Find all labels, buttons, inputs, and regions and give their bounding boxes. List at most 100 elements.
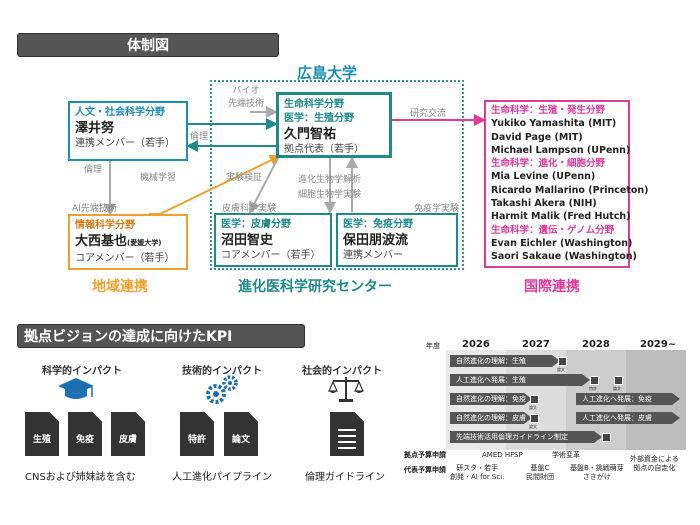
roadmap-bar-1: 自然進化の理解：生殖 bbox=[450, 355, 560, 367]
funding-c1: 研スタ・若手 創発・AI for Sci. bbox=[450, 464, 505, 481]
impact-caption-tech: 人工進化パイプライン bbox=[172, 472, 272, 483]
humanities-name: 澤井努 bbox=[75, 121, 115, 136]
roadmap-bar-2: 人工進化へ発展：生殖 bbox=[450, 374, 590, 386]
intl-member: Saori Sakaue (Washington) bbox=[491, 251, 637, 263]
roadmap-mark-3: 論文 bbox=[529, 395, 539, 410]
org-banner-title: 体制図 bbox=[127, 38, 169, 54]
info-name-line: 大西基也(愛媛大学) bbox=[75, 233, 181, 252]
bio-tech-label: バイオ 先端技術 bbox=[228, 86, 265, 109]
intl-member: Ricardo Mallarino (Princeton) bbox=[491, 184, 649, 196]
kpi-banner-title: 拠点ビジョンの達成に向けたKPI bbox=[24, 329, 233, 345]
funding-label-rep: 代表予算申請 bbox=[404, 466, 446, 474]
intl-member: Harmit Malik (Fred Hutch) bbox=[491, 211, 631, 223]
intl-member: Yukiko Yamashita (MIT) bbox=[491, 118, 617, 130]
funding-amed: AMED HFSP bbox=[482, 451, 523, 459]
intl-member: Mia Levine (UPenn) bbox=[491, 171, 596, 183]
derm-name: 沼田智史 bbox=[221, 233, 274, 248]
info-role: コアメンバー（若手） bbox=[75, 253, 175, 264]
roadmap-bar-5: 先端技術活用倫理ガイドライン制定 bbox=[450, 431, 602, 443]
humanities-role: 連携メンバー（若手） bbox=[75, 138, 175, 149]
roadmap-mark-2b: 論文 bbox=[613, 376, 623, 391]
derm-box: 医学：皮膚分野 沼田智史 コアメンバー（若手） bbox=[214, 213, 332, 267]
ethics-label: 倫理 bbox=[190, 132, 209, 142]
impact-title-tech: 技術的インパクト bbox=[182, 366, 262, 377]
doc-icon-reproduction bbox=[25, 412, 59, 456]
life-derm-arrow bbox=[249, 157, 279, 214]
roadmap-bar-3b: 人工進化へ発展：免疫 bbox=[576, 393, 680, 405]
funding-c3: 基盤B・挑戦萌芽 さきがけ bbox=[570, 464, 624, 481]
guideline-doc-lines bbox=[338, 429, 356, 449]
graduation-cap-icon bbox=[58, 378, 94, 399]
intl-box: 生命科学：生殖・発生分野 Yukiko Yamashita (MIT)David … bbox=[484, 100, 649, 268]
university-title: 広島大学 bbox=[297, 64, 358, 82]
impact-title-social: 社会的インパクト bbox=[302, 366, 382, 377]
impact-title-science: 科学的インパクト bbox=[42, 366, 122, 377]
ml-label: 機械学習 bbox=[140, 173, 177, 183]
intl-field-heading: 生命科学：生殖・発生分野 bbox=[491, 105, 606, 116]
life-role: 拠点代表（若手） bbox=[284, 144, 364, 155]
roadmap-bar-4: 自然進化の理解：皮膚 bbox=[450, 412, 532, 424]
humanities-box: 人文・社会科学分野 澤井努 連携メンバー（若手） bbox=[68, 101, 188, 161]
doc-icon-paper bbox=[224, 412, 258, 456]
info-box: 情報科学分野 大西基也(愛媛大学) コアメンバー（若手） bbox=[68, 214, 188, 270]
immune-box: 医学：免疫分野 保田朋波流 連携メンバー bbox=[336, 213, 458, 267]
ai-tech-label: AI先端技術 bbox=[72, 204, 117, 214]
immune-exp-label: 免疫学実験 bbox=[414, 204, 460, 214]
intl-member: David Page (MIT) bbox=[491, 131, 583, 143]
intl-member: Evan Eichler (Washington) bbox=[491, 237, 633, 249]
roadmap-mark-1: 論文 bbox=[557, 357, 567, 372]
intl-member: Michael Lampson (UPenn) bbox=[491, 144, 631, 156]
doc-icon-immune bbox=[68, 412, 102, 456]
info-affiliation: (愛媛大学) bbox=[127, 239, 162, 247]
intl-field-heading: 生命科学：遺伝・ゲノム分野 bbox=[491, 224, 615, 236]
info-field: 情報科学分野 bbox=[75, 220, 135, 231]
ethics-label-2: 倫理 bbox=[84, 165, 103, 175]
life-field-2: 医学：生殖分野 bbox=[284, 113, 354, 124]
funding-label-center: 拠点予算申請 bbox=[404, 451, 446, 459]
research-exchange-label: 研究交流 bbox=[410, 109, 447, 119]
evo-bio-label: 進化生物学解析 細胞生物学実験 bbox=[298, 175, 362, 200]
humanities-field: 人文・社会科学分野 bbox=[75, 107, 165, 118]
doc-icon-patent bbox=[180, 412, 214, 456]
roadmap-mark-2a: 特許 bbox=[589, 376, 599, 391]
funding-c2: 基盤C 民間財団 bbox=[526, 464, 554, 481]
roadmap-year-2027: 2027 bbox=[522, 339, 550, 350]
doc-label-immune: 免疫 bbox=[75, 435, 94, 445]
impact-caption-social: 倫理ガイドライン bbox=[305, 472, 385, 483]
roadmap-year-2029: 2029~ bbox=[640, 339, 677, 350]
doc-label-skin: 皮膚 bbox=[118, 435, 137, 445]
roadmap-mark-5 bbox=[602, 433, 611, 442]
life-name: 久門智祐 bbox=[284, 127, 337, 142]
kpi-banner: 拠点ビジョンの達成に向けたKPI bbox=[17, 324, 305, 348]
life-field-1: 生命科学分野 bbox=[284, 99, 344, 110]
roadmap-bar-3: 自然進化の理解：免疫 bbox=[450, 393, 532, 405]
connector-lines bbox=[104, 106, 486, 224]
local-region-title: 地域連携 bbox=[92, 279, 148, 295]
impact-caption-science: CNSおよび姉妹誌を含む bbox=[25, 472, 136, 483]
intl-field-heading: 生命科学：進化・細胞分野 bbox=[491, 158, 606, 170]
derm-field: 医学：皮膚分野 bbox=[221, 219, 291, 230]
scales-icon bbox=[328, 377, 364, 402]
derm-role: コアメンバー（若手） bbox=[221, 250, 321, 261]
roadmap-mark-4: 論文 bbox=[529, 414, 539, 429]
gears-icon bbox=[206, 375, 238, 404]
doc-icon-skin bbox=[111, 412, 145, 456]
roadmap-year-2028: 2028 bbox=[582, 339, 610, 350]
intl-member: Takashi Akera (NIH) bbox=[491, 198, 597, 210]
immune-role: 連携メンバー bbox=[343, 250, 403, 261]
info-name: 大西基也 bbox=[75, 234, 128, 249]
doc-label-reproduction: 生殖 bbox=[32, 435, 51, 445]
life-box: 生命科学分野 医学：生殖分野 久門智祐 拠点代表（若手） bbox=[276, 92, 392, 158]
immune-field: 医学：免疫分野 bbox=[343, 219, 413, 230]
info-life-arrow bbox=[148, 154, 282, 224]
funding-gakujutsu: 学術変革 bbox=[552, 451, 580, 459]
immune-name: 保田朋波流 bbox=[343, 233, 409, 248]
intl-list: 生命科学：生殖・発生分野 Yukiko Yamashita (MIT)David … bbox=[491, 104, 649, 264]
funding-c4: 外部資金による 拠点の自走化 bbox=[630, 455, 679, 472]
exp-verify-label: 実験検証 bbox=[226, 173, 263, 183]
org-banner: 体制図 bbox=[17, 33, 279, 57]
doc-label-patent: 特許 bbox=[187, 435, 206, 445]
derm-exp-label: 皮膚科学実験 bbox=[222, 204, 277, 214]
intl-region-title: 国際連携 bbox=[524, 279, 580, 295]
center-title: 進化医科学研究センター bbox=[238, 279, 392, 295]
